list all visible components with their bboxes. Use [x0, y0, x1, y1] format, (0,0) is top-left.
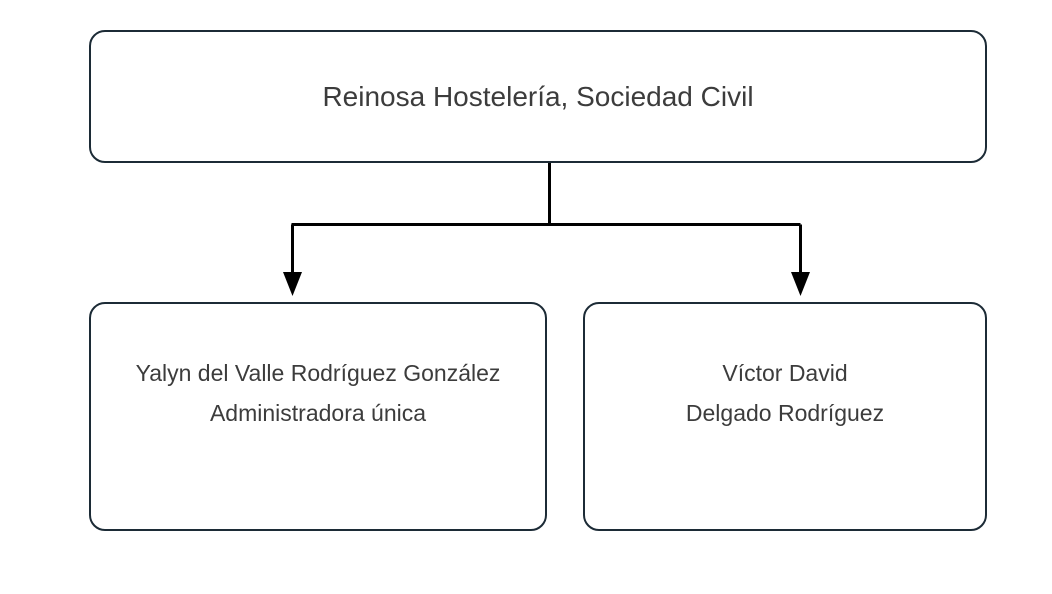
node-child-socio[interactable]: Víctor David Delgado Rodríguez — [583, 302, 987, 531]
node-root-company[interactable]: Reinosa Hostelería, Sociedad Civil — [89, 30, 987, 163]
arrowhead-left-icon — [283, 272, 302, 296]
node-child-left-label: Yalyn del Valle Rodríguez González Admin… — [135, 360, 501, 426]
node-child-right-label: Víctor David Delgado Rodríguez — [685, 360, 885, 426]
node-child-administradora[interactable]: Yalyn del Valle Rodríguez González Admin… — [89, 302, 547, 531]
node-root-label: Reinosa Hostelería, Sociedad Civil — [322, 80, 754, 112]
arrowhead-right-icon — [791, 272, 810, 296]
